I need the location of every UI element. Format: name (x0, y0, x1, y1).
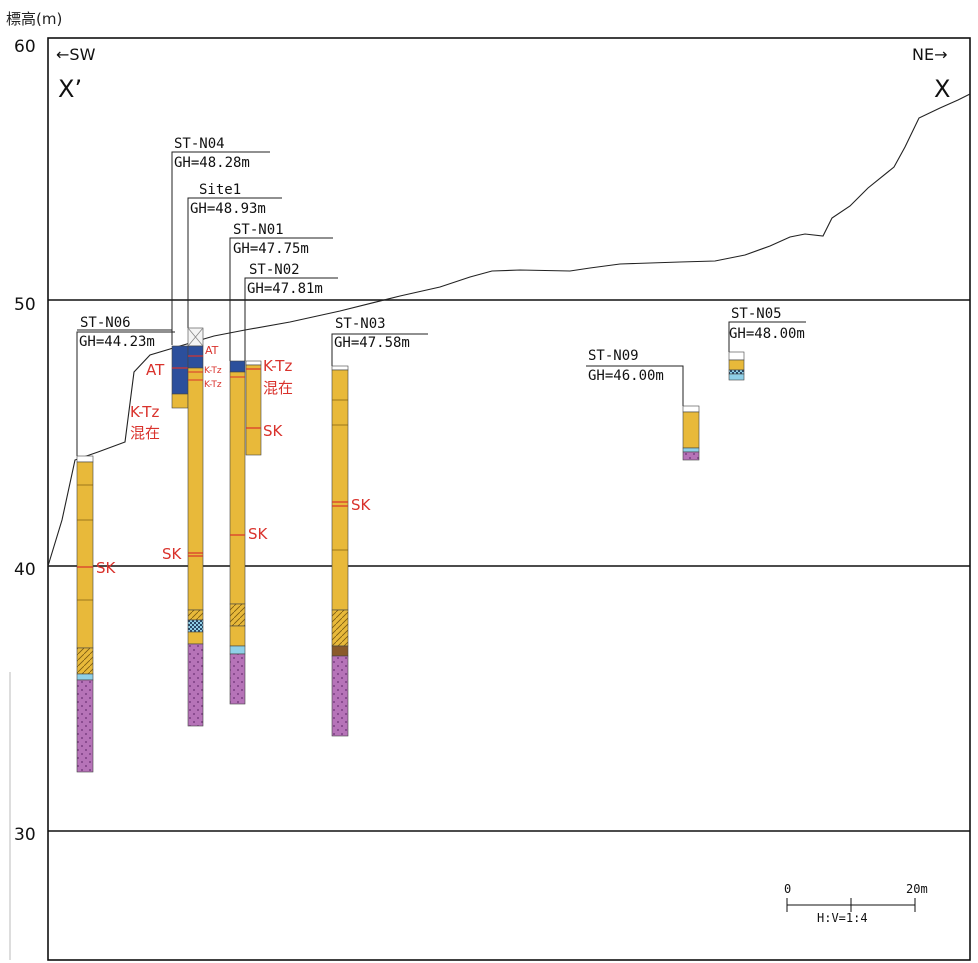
scale-zero-label: 0 (784, 882, 791, 896)
section-left-label: X’ (58, 75, 82, 103)
direction-left: ←SW (56, 45, 96, 64)
borehole-st-n03: ST-N03 GH=47.58m (331, 316, 428, 737)
plot-frame (47, 37, 971, 961)
borehole-gh: GH=46.00m (588, 368, 664, 384)
borehole-gh: GH=47.58m (334, 335, 410, 351)
borehole-name: ST-N03 (335, 316, 386, 332)
layer-label-at-site1: AT (205, 344, 219, 357)
y-tick-60: 60 (14, 37, 36, 57)
borehole-name: ST-N06 (80, 315, 131, 331)
scale-end-label: 20m (906, 882, 928, 896)
scale-ratio-label: H:V=1:4 (817, 911, 868, 925)
borehole-gh: GH=48.00m (729, 326, 805, 342)
layer-label-sk-site1: SK (162, 545, 183, 563)
layer-label-ktz-1: K-Tz (204, 366, 222, 376)
borehole-st-n04: ST-N04 GH=48.28m (171, 136, 270, 409)
y-axis-title: 標高(m) (6, 10, 62, 28)
borehole-site1: Site1 GH=48.93m (187, 182, 282, 727)
ground-surface-line (47, 93, 971, 567)
borehole-name: ST-N04 (174, 136, 225, 152)
y-tick-40: 40 (14, 560, 36, 580)
borehole-st-n05: ST-N05 GH=48.00m (728, 306, 806, 381)
borehole-name: ST-N02 (249, 262, 300, 278)
layer-label-mixed-st-n04: 混在 (130, 424, 160, 442)
borehole-name: ST-N05 (731, 306, 782, 322)
borehole-st-n06: ST-N06 GH=44.23m (76, 311, 175, 773)
borehole-gh: GH=48.93m (190, 201, 266, 217)
layer-label-mixed-st-n02: 混在 (263, 379, 293, 397)
borehole-name: ST-N01 (233, 222, 284, 238)
borehole-gh: GH=44.23m (79, 334, 155, 350)
borehole-st-n09: ST-N09 GH=46.00m (586, 348, 700, 461)
layer-label-sk-st-n01: SK (248, 525, 269, 543)
section-right-label: X (934, 75, 950, 103)
borehole-st-n01: ST-N01 GH=47.75m (229, 222, 333, 705)
layer-label-sk-st-n02: SK (263, 422, 284, 440)
layer-label-ktz-st-n02: K-Tz (263, 357, 292, 375)
y-tick-30: 30 (14, 825, 36, 845)
borehole-gh: GH=47.75m (233, 241, 309, 257)
direction-right: NE→ (912, 45, 947, 64)
borehole-name: ST-N09 (588, 348, 639, 364)
layer-label-ktz-2: K-Tz (204, 380, 222, 390)
borehole-st-n02: ST-N02 GH=47.81m (244, 262, 338, 456)
borehole-gh: GH=47.81m (247, 281, 323, 297)
y-tick-50: 50 (14, 295, 36, 315)
layer-label-at-st-n04: AT (146, 361, 165, 379)
borehole-name: Site1 (199, 182, 241, 198)
layer-label-sk-st-n06: SK (96, 559, 117, 577)
scale-bar: 0 20m H:V=1:4 (784, 882, 928, 925)
layer-label-ktz-st-n04: K-Tz (130, 403, 159, 421)
borehole-gh: GH=48.28m (174, 155, 250, 171)
layer-label-sk-st-n03: SK (351, 496, 372, 514)
